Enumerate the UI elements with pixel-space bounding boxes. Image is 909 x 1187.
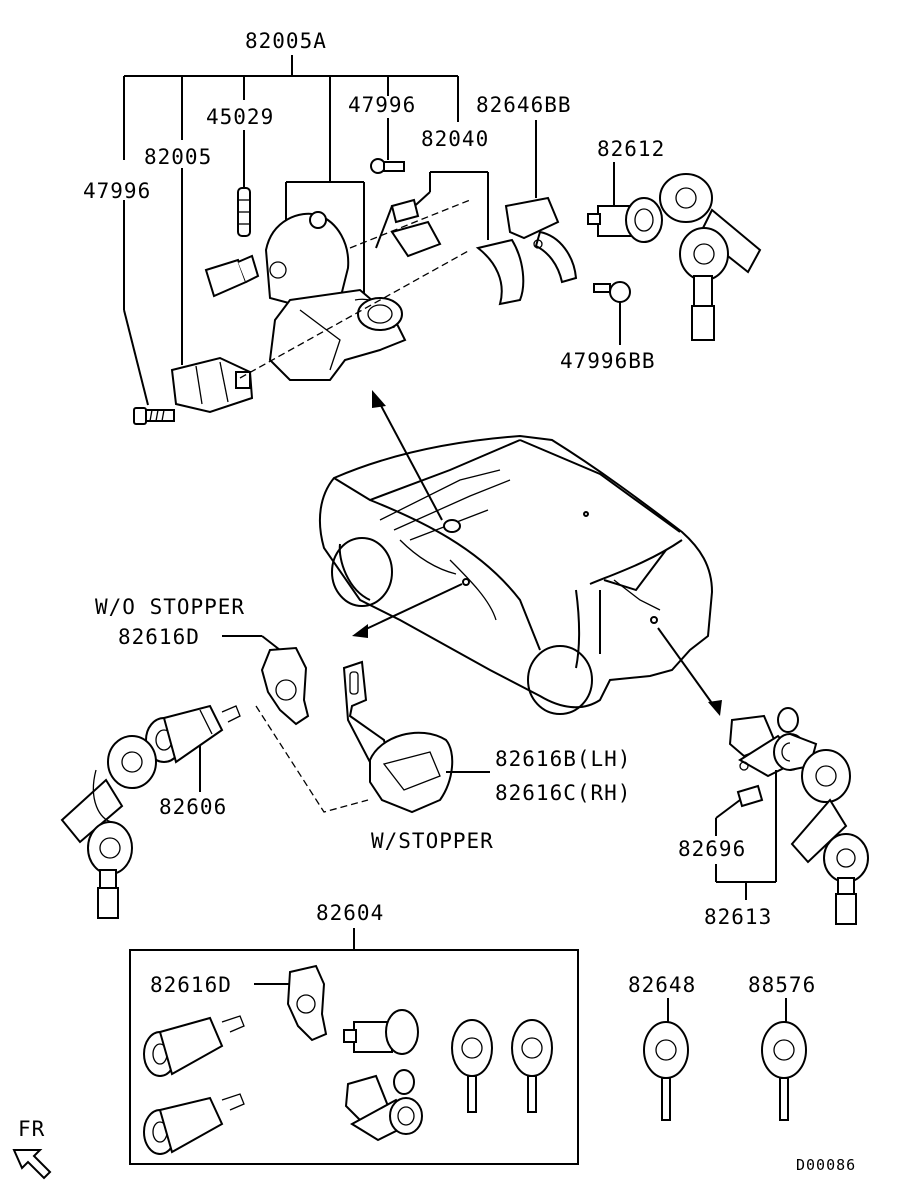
label-88576: 88576 bbox=[748, 973, 816, 997]
label-45029: 45029 bbox=[206, 105, 274, 129]
key-icon bbox=[790, 749, 869, 925]
label-82616B-LH: 82616B(LH) bbox=[495, 747, 631, 771]
label-82616D-top: 82616D bbox=[118, 625, 200, 649]
kit-cylinder-1 bbox=[143, 1015, 245, 1077]
part-82040-bracket bbox=[375, 198, 442, 258]
label-82616D-box: 82616D bbox=[150, 973, 232, 997]
pointer-arrows bbox=[352, 390, 722, 716]
label-47996-left: 47996 bbox=[83, 179, 151, 203]
label-82005: 82005 bbox=[144, 145, 212, 169]
screw-47996-top bbox=[370, 158, 405, 174]
bracket-82005A bbox=[123, 55, 459, 182]
key-icon bbox=[643, 1021, 689, 1121]
kit-cylinder-2 bbox=[143, 1093, 245, 1155]
label-82040: 82040 bbox=[421, 127, 489, 151]
diagram-code: D00086 bbox=[796, 1156, 856, 1174]
part-82005 bbox=[170, 356, 254, 414]
key-icon bbox=[659, 173, 762, 341]
part-82040-shield bbox=[475, 238, 525, 306]
label-fr: FR bbox=[18, 1117, 45, 1141]
screw-47996-left bbox=[133, 407, 175, 425]
label-82604: 82604 bbox=[316, 901, 384, 925]
part-82646BB bbox=[504, 196, 578, 284]
key-icon bbox=[60, 735, 157, 919]
label-82648: 82648 bbox=[628, 973, 696, 997]
kit-tailgate-lock bbox=[344, 1069, 423, 1142]
kit-switch bbox=[343, 1009, 419, 1055]
label-w-stopper: W/STOPPER bbox=[371, 829, 494, 853]
part-82616B-stopper bbox=[342, 660, 454, 814]
label-47996BB: 47996BB bbox=[560, 349, 656, 373]
part-82616D-plate bbox=[260, 646, 310, 726]
label-82613: 82613 bbox=[704, 905, 772, 929]
clip-82696 bbox=[736, 784, 764, 808]
key-icon bbox=[451, 1019, 493, 1113]
connector-plug bbox=[204, 254, 260, 298]
part-82613-assembly bbox=[728, 707, 818, 778]
kit-plate-82616D bbox=[286, 964, 328, 1042]
pin-45029 bbox=[237, 187, 251, 237]
label-wo-stopper: W/O STOPPER bbox=[95, 595, 245, 619]
label-47996-top: 47996 bbox=[348, 93, 416, 117]
tailgate-lock-group: 82696 82613 bbox=[678, 707, 869, 929]
key-icon bbox=[761, 1021, 807, 1121]
label-82616C-RH: 82616C(RH) bbox=[495, 781, 631, 805]
part-82606-cylinder bbox=[145, 704, 241, 764]
kit-box bbox=[129, 949, 579, 1165]
part-82612-cylinder bbox=[587, 197, 663, 243]
spare-keys: 82648 88576 bbox=[628, 973, 816, 1121]
label-82005A: 82005A bbox=[245, 29, 327, 53]
door-lock-group: W/O STOPPER 82616D 82606 bbox=[60, 595, 631, 919]
label-82646BB: 82646BB bbox=[476, 93, 572, 117]
screw-47996BB bbox=[593, 281, 631, 303]
vehicle-outline bbox=[318, 434, 714, 715]
fr-arrow-icon: FR bbox=[12, 1117, 52, 1180]
label-82696: 82696 bbox=[678, 837, 746, 861]
steering-lock-housing bbox=[264, 211, 407, 381]
label-82612: 82612 bbox=[597, 137, 665, 161]
key-icon bbox=[511, 1019, 553, 1113]
kit-82604: 82604 82616D bbox=[129, 901, 579, 1165]
ignition-group: 82005A 45029 47996 82646BB 82040 82005 8… bbox=[83, 29, 762, 425]
label-82606: 82606 bbox=[159, 795, 227, 819]
